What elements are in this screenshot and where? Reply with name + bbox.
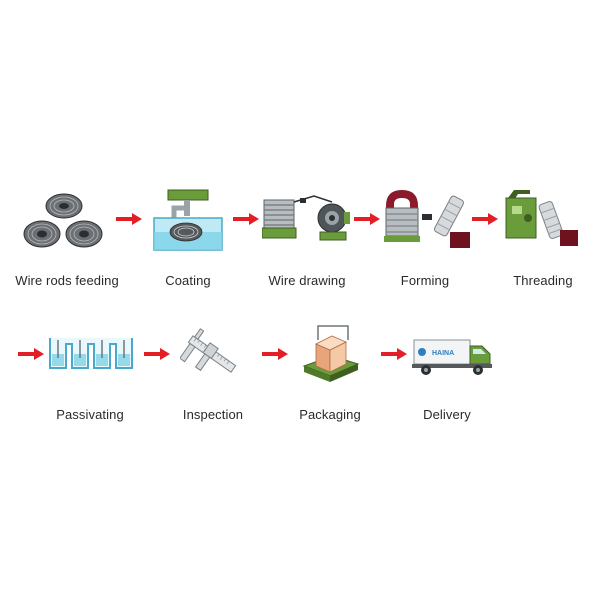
forming-machine-icon <box>384 190 470 248</box>
step-label: Forming <box>400 273 450 288</box>
step-label: Packaging <box>299 407 361 422</box>
step-label: Inspection <box>182 407 244 422</box>
step-label: Wire drawing <box>268 273 346 288</box>
arrow-right-icon <box>18 348 44 360</box>
arrow-right-icon <box>354 213 380 225</box>
step-label: Threading <box>513 273 573 288</box>
step-label: Passivating <box>56 407 124 422</box>
passivating-tank-icon <box>49 338 133 369</box>
step-label: Coating <box>165 273 211 288</box>
arrow-right-icon <box>381 348 407 360</box>
arrow-right-icon <box>472 213 498 225</box>
wire-coil-icon <box>23 193 103 248</box>
step-label: Delivery <box>423 407 471 422</box>
arrow-right-icon <box>233 213 259 225</box>
truck-icon: HAINA <box>412 339 492 375</box>
caliper-icon <box>180 328 237 373</box>
arrow-right-icon <box>144 348 170 360</box>
wire-drawing-machine-icon <box>262 195 350 241</box>
arrow-right-icon <box>116 213 142 225</box>
truck-brand-text: HAINA <box>432 350 454 357</box>
pallet-box-icon <box>302 325 360 382</box>
step-label: Wire rods feeding <box>15 273 119 288</box>
threading-machine-icon <box>505 190 578 246</box>
coating-tank-icon <box>153 189 223 251</box>
arrow-right-icon <box>262 348 288 360</box>
